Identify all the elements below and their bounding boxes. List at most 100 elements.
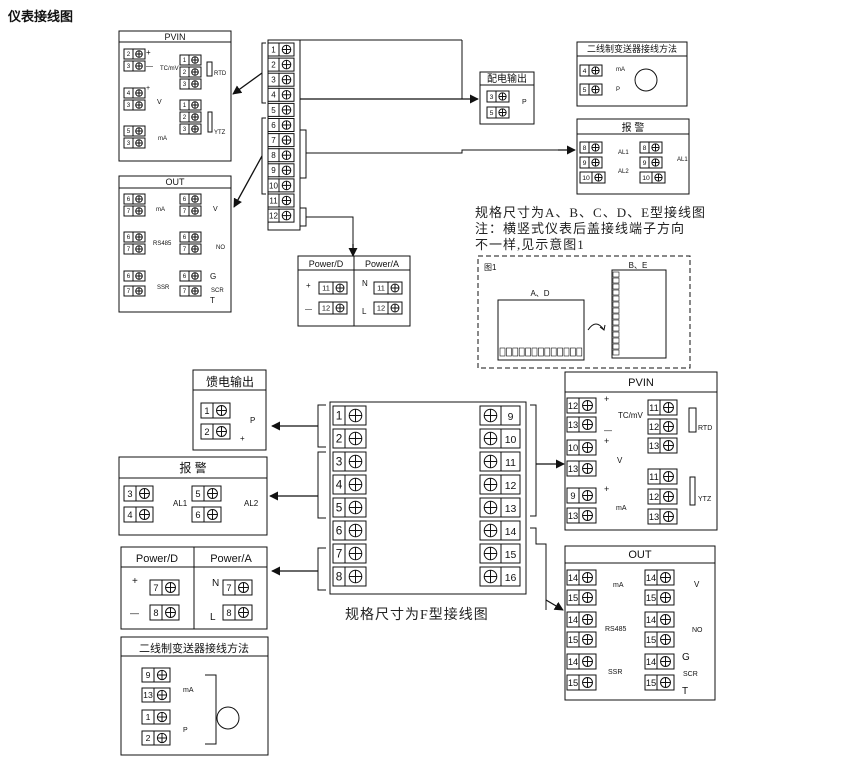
meter-terminal (544, 347, 551, 357)
strip-terminal-12: 12 (267, 208, 295, 223)
terminal-pa-8: 8 (222, 604, 253, 621)
terminal-number: 2 (336, 433, 343, 446)
ma-label: mA (156, 207, 165, 213)
arrow-to-out (545, 599, 564, 611)
terminal-number: 4 (583, 68, 587, 75)
terminal-number: 14 (646, 615, 656, 625)
v-label: V (694, 580, 700, 589)
terminal-number: 8 (336, 571, 343, 584)
feed-output-title: 配电输出 (487, 72, 527, 85)
terminal-number: 7 (127, 246, 131, 253)
terminal-number: 14 (568, 615, 578, 625)
terminal-out-14e: 14 (566, 653, 597, 670)
terminal-al-5: 5 (191, 485, 222, 502)
f-terminal-15: 15 (479, 543, 521, 564)
pvin-panel-bottom (564, 371, 718, 531)
v-label: V (617, 456, 623, 465)
terminal-pvin-4: 4 (123, 87, 146, 99)
ad-label: A、D (530, 289, 549, 298)
terminal-number: 5 (490, 110, 494, 117)
note-line-2: 注：横竖式仪表后盖接线端子方向 (475, 221, 686, 236)
terminal-number: 14 (568, 573, 578, 583)
meter-terminal (612, 283, 620, 290)
p-label: P (616, 87, 620, 93)
v-label: V (157, 99, 162, 106)
terminal-number: 9 (583, 160, 587, 167)
terminal-pvin-9: 9 (566, 487, 597, 504)
terminal-number: 7 (183, 288, 187, 295)
terminal-number: 12 (649, 422, 659, 432)
terminal-pvin-11b: 11 (647, 468, 678, 485)
bracket-pvin (530, 404, 537, 517)
terminal-number-box (500, 474, 521, 495)
transmitter-icon (634, 68, 658, 92)
scr-label: SCR (211, 288, 224, 294)
terminal-feed-5: 5 (486, 106, 510, 119)
terminal-2w-2: 2 (141, 730, 171, 746)
terminal-number: 11 (649, 472, 659, 482)
power-d-title: Power/D (309, 259, 344, 269)
f-terminal-7: 7 (332, 543, 367, 564)
meter-terminal (570, 347, 576, 357)
terminal-number: 14 (568, 657, 578, 667)
terminal-pd-12: 12 (318, 301, 348, 315)
terminal-2w-5: 5 (579, 83, 603, 96)
f-terminal-10: 10 (479, 428, 521, 449)
terminal-number: 2 (204, 427, 209, 437)
strip-terminal-2: 2 (267, 57, 295, 72)
meter-terminal (612, 325, 620, 332)
ma-label: mA (616, 505, 627, 512)
terminal-pvin-2b: 2 (179, 66, 202, 78)
terminal-out-7f: 7 (179, 285, 202, 297)
terminal-number: 11 (322, 284, 330, 293)
terminal-number-box (500, 543, 521, 564)
terminal-out-7c: 7 (123, 243, 146, 255)
terminal-number-box (500, 428, 521, 449)
terminal-pd-8: 8 (149, 604, 180, 621)
terminal-number: 3 (271, 76, 276, 85)
terminal-2w-4: 4 (579, 64, 603, 77)
terminal-number: 9 (508, 412, 514, 423)
alarm-panel-top (576, 118, 690, 195)
terminal-number: 8 (226, 608, 231, 618)
tc-mv-label: TC/mV (618, 411, 644, 420)
terminal-pvin-3c: 3 (123, 99, 146, 111)
out-panel-bottom (564, 545, 716, 701)
strip-terminal-7: 7 (267, 133, 295, 148)
alarm-title: 报 警 (622, 121, 645, 134)
terminal-number: 3 (490, 94, 494, 101)
g-label: G (682, 652, 690, 663)
terminal-number-box (500, 520, 521, 541)
meter-terminal (563, 347, 570, 357)
minus-sign: — (305, 306, 312, 313)
plus-sign: + (132, 576, 138, 587)
p-label: P (183, 727, 188, 734)
meter-terminal (612, 331, 620, 338)
terminal-number: 13 (568, 420, 578, 430)
f-terminal-11: 11 (479, 451, 521, 472)
terminal-number: 1 (336, 410, 343, 423)
terminal-number: 5 (271, 106, 276, 115)
terminal-out-15b: 15 (644, 589, 675, 606)
strip-terminal-10: 10 (267, 178, 295, 193)
rtd-label: RTD (698, 425, 712, 432)
tc-mv-label: TC/mV (160, 66, 179, 72)
terminal-number: 6 (127, 234, 131, 241)
terminal-number: 11 (377, 284, 385, 293)
terminal-pa-12: 12 (373, 301, 403, 315)
rtd-resistor (688, 407, 697, 433)
wire (306, 149, 575, 154)
al1-label: AL1 (618, 150, 629, 156)
terminal-number: 5 (127, 128, 131, 135)
terminal-number: 15 (568, 678, 578, 688)
terminal-pvin-3: 3 (123, 60, 146, 72)
terminal-number: 10 (269, 181, 278, 190)
meter-terminal (612, 307, 620, 314)
terminal-number: 1 (271, 45, 276, 54)
terminal-number: 4 (336, 479, 343, 492)
horizontal-meter-ad (497, 299, 585, 361)
terminal-number: 7 (271, 136, 276, 145)
f-type-terminal-block (329, 401, 527, 595)
out-title: OUT (628, 549, 652, 561)
terminal-number: 7 (127, 288, 131, 295)
